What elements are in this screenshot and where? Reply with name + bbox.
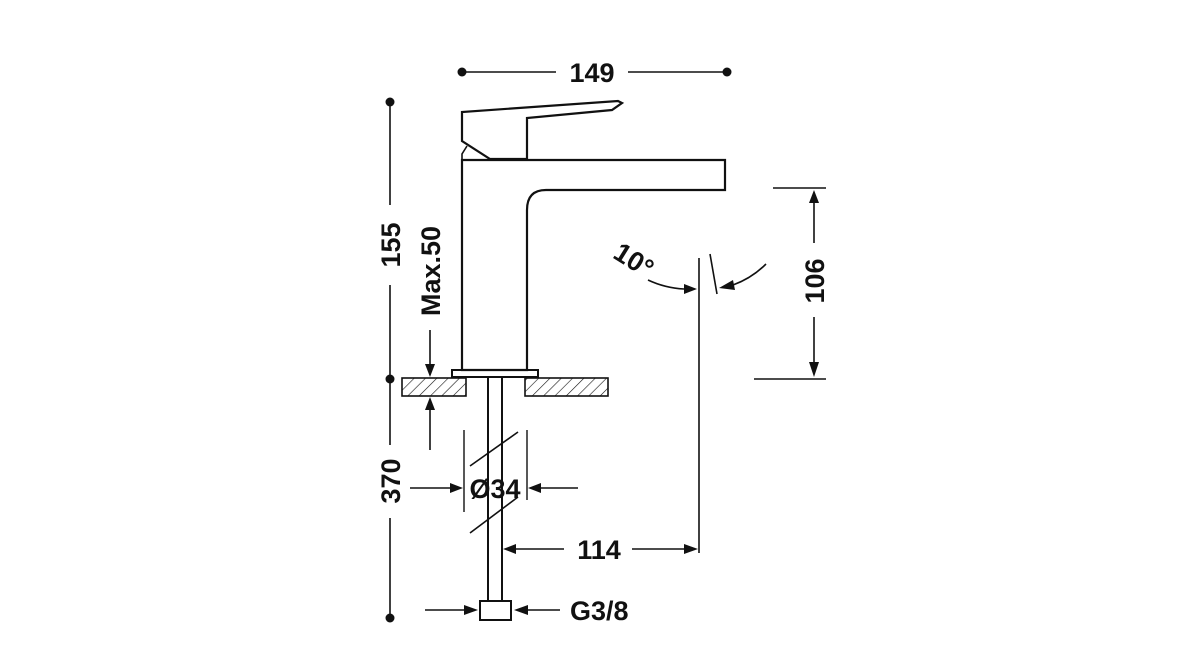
spout-height-label: 106	[800, 258, 830, 303]
lever-handle	[460, 99, 625, 161]
deck-left-hatch	[401, 377, 467, 397]
spout-angle-label: 10°	[609, 237, 660, 284]
base-flange	[451, 369, 539, 378]
dimension-overall-width: 149	[457, 58, 732, 88]
dimension-deck-thickness: Max.50	[416, 226, 446, 450]
dimension-spout-height: 106	[754, 187, 830, 380]
deck-section	[401, 377, 609, 397]
dimension-left-vertical: 155 370	[376, 97, 406, 623]
connection-thread-label: G3/8	[570, 596, 629, 626]
connector-nut	[479, 600, 512, 621]
below-deck-length-label: 370	[376, 458, 406, 503]
spout-and-column	[460, 158, 727, 372]
overall-height-label: 155	[376, 222, 406, 267]
overall-width-label: 149	[569, 58, 614, 88]
deck-right-hatch	[524, 377, 609, 397]
spout-reach-label: 114	[577, 535, 621, 565]
lever-cartridge	[461, 145, 490, 161]
faucet-body	[451, 99, 727, 378]
dimension-spout-reach: 114	[503, 535, 698, 565]
dimension-body-diameter: Ø34	[410, 430, 578, 512]
dimension-connection-thread: G3/8	[425, 596, 629, 626]
supply-shank	[469, 377, 519, 621]
deck-thickness-label: Max.50	[416, 226, 446, 316]
body-diameter-label: Ø34	[469, 474, 520, 504]
dimension-spout-angle: 10°	[609, 237, 767, 553]
